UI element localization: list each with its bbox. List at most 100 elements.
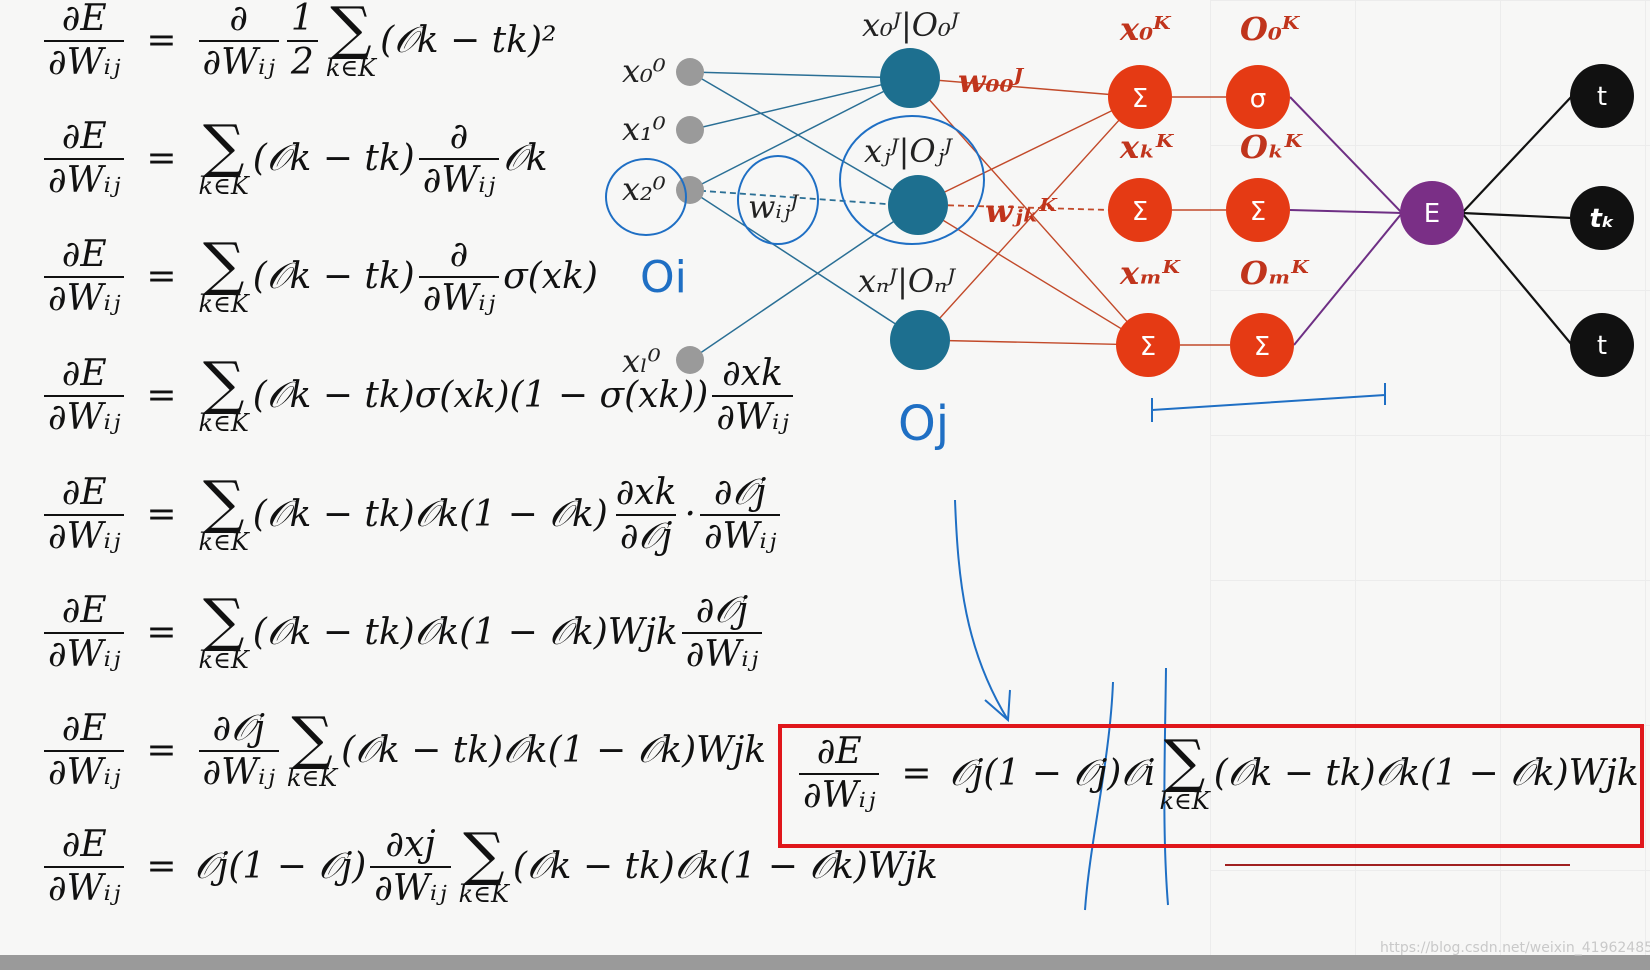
hidden-output-edge (917, 204, 1149, 346)
summation-index: k∈K (198, 171, 249, 200)
fraction-numerator: ∂ (449, 234, 469, 275)
summation: ∑k∈K (286, 709, 338, 792)
input-hidden-edge (689, 189, 921, 341)
summation-index: k∈K (198, 289, 249, 318)
hidden-output-edge (919, 96, 1141, 341)
lhs-numerator: ∂E (61, 824, 107, 865)
lhs-numerator: ∂E (61, 234, 107, 275)
hidden-output-edge-dashed (937, 204, 1111, 211)
output-input-label: xₘᴷ (1119, 254, 1181, 292)
bottom-bar (0, 955, 1650, 970)
fraction: ∂∂Wᵢⱼ (418, 118, 500, 200)
expression-text: (𝒪k − tk)𝒪k(1 − 𝒪k) (252, 493, 608, 535)
summation-symbol: ∑ (202, 467, 245, 536)
fraction: ∂xj∂Wᵢⱼ (370, 824, 451, 908)
target-error-edge (1461, 211, 1573, 220)
ink-label-oi: Oi (640, 252, 687, 303)
summation-index: k∈K (325, 53, 377, 82)
input-label: x₀⁰ (622, 52, 666, 90)
lhs-denominator: ∂Wᵢⱼ (44, 865, 125, 908)
fraction: ∂xk∂Wᵢⱼ (712, 353, 793, 437)
target-label: t (1597, 82, 1607, 112)
sum-symbol: Σ (1132, 197, 1148, 227)
input-node (676, 116, 704, 144)
summation-index: k∈K (198, 527, 249, 556)
expression-text: (𝒪k − tk)𝒪k(1 − 𝒪k)Wjk (252, 611, 678, 653)
red-underline (1225, 864, 1570, 866)
result-highlight-box (778, 724, 1644, 848)
watermark: https://blog.csdn.net/weixin_41962485 (1380, 940, 1650, 956)
output-error-edge (1289, 96, 1403, 214)
lhs-fraction: ∂E∂Wᵢⱼ (799, 733, 880, 815)
target-node (1570, 313, 1634, 377)
ink-circle-input (605, 158, 687, 236)
summation: ∑k∈K (198, 235, 249, 318)
input-label: x₂⁰ (622, 170, 666, 208)
hidden-output-edge (909, 77, 1141, 98)
lhs-numerator: ∂E (61, 0, 107, 39)
sum-symbol: Σ (1132, 84, 1148, 114)
input-hidden-edge-dashed (689, 189, 901, 206)
lhs-numerator: ∂E (61, 472, 107, 513)
expression-text: · (684, 494, 696, 536)
expression-text: (𝒪k − tk) (252, 137, 415, 179)
lhs-denominator: ∂Wᵢⱼ (44, 275, 125, 318)
input-node (676, 58, 704, 86)
lhs-fraction: ∂E∂Wᵢⱼ (44, 472, 125, 556)
lhs-numerator: ∂E (61, 708, 107, 749)
equals-sign: = (901, 753, 932, 795)
fraction-denominator: ∂Wᵢⱼ (712, 394, 793, 437)
fraction-denominator: ∂Wᵢⱼ (418, 157, 500, 200)
ink-circle-weight (737, 155, 819, 245)
equals-sign: = (146, 612, 177, 654)
hidden-output-edge (909, 77, 1149, 346)
fraction-denominator: ∂𝒪j (615, 513, 677, 556)
activation-node (1230, 313, 1294, 377)
fraction-numerator: ∂xj (385, 824, 436, 865)
derivation-row: ∂E∂Wᵢⱼ=∂𝒪j∂Wᵢⱼ∑k∈K(𝒪k − tk)𝒪k(1 − 𝒪k)Wjk (40, 708, 766, 792)
target-label: t (1597, 331, 1607, 361)
expression-text: (𝒪k − tk)σ(xk)(1 − σ(xk)) (252, 374, 709, 416)
hidden-node (890, 310, 950, 370)
equals-sign: = (146, 256, 177, 298)
input-hidden-edge (689, 77, 911, 191)
lhs-numerator: ∂E (61, 590, 107, 631)
expression-text: (𝒪k − tk)² (380, 19, 557, 61)
fraction: ∂𝒪j∂Wᵢⱼ (681, 592, 763, 674)
summation-index: k∈K (1159, 786, 1210, 815)
sum-symbol: Σ (1140, 332, 1156, 362)
lhs-fraction: ∂E∂Wᵢⱼ (44, 355, 125, 437)
sigma-symbol: σ (1250, 84, 1266, 114)
output-input-label: xₖᴷ (1119, 128, 1175, 166)
derivation-row: ∂E∂Wᵢⱼ=∑k∈K(𝒪k − tk)𝒪k(1 − 𝒪k)Wjk∂𝒪j∂Wᵢⱼ (40, 585, 766, 674)
ink-label-oj: Oj (898, 396, 949, 452)
target-node (1570, 64, 1634, 128)
input-hidden-edge (689, 71, 919, 206)
boxed-result-equation: ∂E∂Wᵢⱼ=𝒪j(1 − 𝒪j)𝒪i∑k∈K(𝒪k − tk)𝒪k(1 − 𝒪… (795, 732, 1639, 815)
summation-symbol: ∑ (202, 585, 245, 654)
lhs-fraction: ∂E∂Wᵢⱼ (44, 590, 125, 674)
error-node-label: E (1424, 199, 1440, 229)
network-labels: x₀⁰x₁⁰x₂⁰xₗ⁰x₀ᴶ|O₀ᴶxⱼᴶ|Oⱼᴶxₙᴶ|Oₙᴶx₀ᴷxₖᴷx… (622, 6, 1310, 380)
fraction: ∂xk∂𝒪j (612, 474, 681, 556)
lhs-fraction: ∂E∂Wᵢⱼ (44, 118, 125, 200)
hidden-node (880, 48, 940, 108)
summation: ∑k∈K (325, 0, 377, 82)
fraction: ∂𝒪j∂Wᵢⱼ (198, 710, 279, 792)
summation: ∑k∈K (1159, 732, 1210, 815)
output-error-edge (1289, 209, 1403, 214)
fraction-numerator: ∂xk (722, 353, 783, 394)
lhs-fraction: ∂E∂Wᵢⱼ (44, 234, 125, 318)
summation-index: k∈K (198, 408, 249, 437)
equals-sign: = (146, 138, 177, 180)
lhs-denominator: ∂Wᵢⱼ (44, 157, 125, 200)
ink-bracket (1151, 383, 1386, 422)
summation-index: k∈K (286, 763, 338, 792)
lhs-denominator: ∂Wᵢⱼ (799, 772, 880, 815)
input-hidden-edge (689, 77, 911, 131)
expression-text: 𝒪k (503, 137, 548, 179)
fraction: ∂∂Wᵢⱼ (418, 234, 500, 318)
